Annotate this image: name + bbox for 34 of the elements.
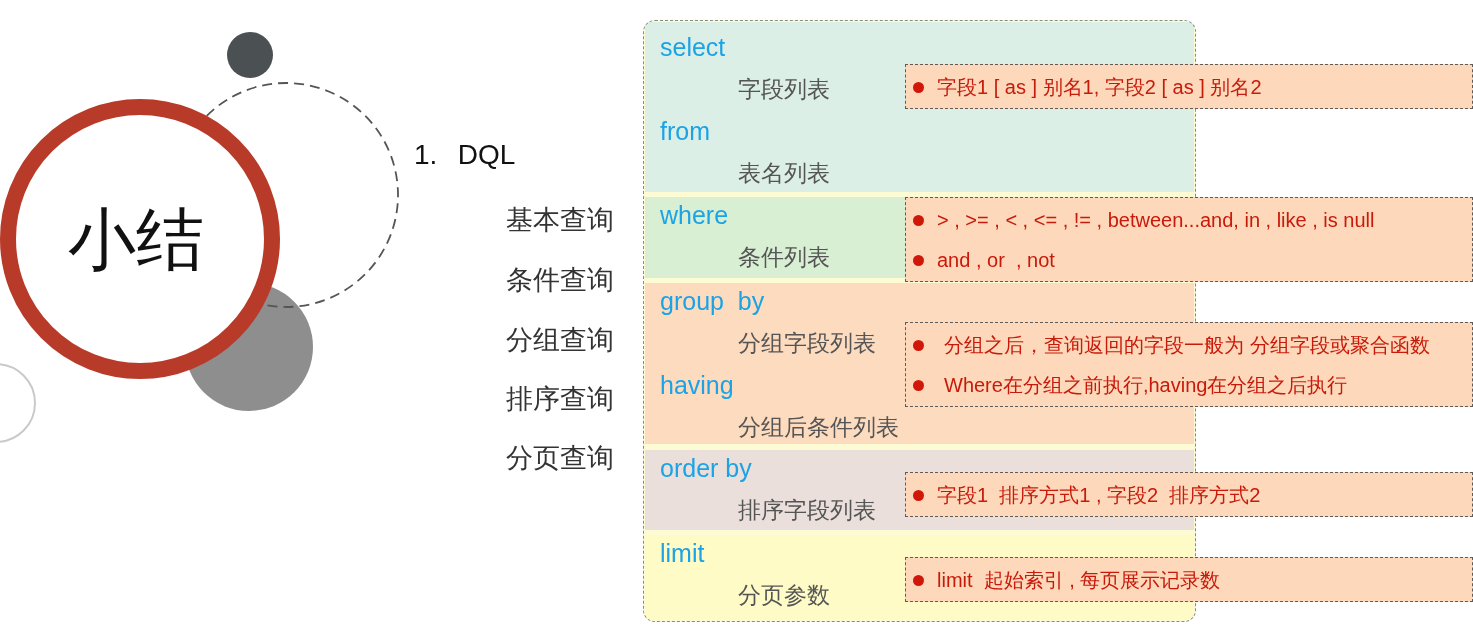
heading-text: 1. DQL xyxy=(414,138,517,172)
sql-keyword: group by xyxy=(660,286,765,317)
small-filled-circle xyxy=(227,32,273,78)
clause-text: 排序字段列表 xyxy=(738,496,876,525)
note-text: Where在分组之前执行,having在分组之后执行 xyxy=(944,373,1348,398)
clause-text: 字段列表 xyxy=(738,75,830,104)
clause-text: 分组字段列表 xyxy=(738,329,876,358)
note-box xyxy=(905,64,1473,109)
topic-label: 分页查询 xyxy=(505,442,614,475)
note-box xyxy=(905,557,1473,602)
sql-keyword: order by xyxy=(660,453,752,484)
title-text: 小结 xyxy=(68,201,204,277)
topic-label: 基本查询 xyxy=(505,204,614,237)
topic-label: 条件查询 xyxy=(505,264,614,297)
sql-keyword: having xyxy=(660,370,734,401)
topic-label: 排序查询 xyxy=(505,383,614,416)
sql-keyword: from xyxy=(660,116,710,147)
note-text: 字段1 排序方式1 , 字段2 排序方式2 xyxy=(937,483,1261,508)
note-text: limit 起始索引 , 每页展示记录数 xyxy=(937,568,1221,593)
note-text: 分组之后，查询返回的字段一般为 分组字段或聚合函数 xyxy=(944,333,1430,358)
sql-keyword: limit xyxy=(660,538,705,569)
topic-label: 分组查询 xyxy=(505,324,614,357)
clause-text: 表名列表 xyxy=(738,159,830,188)
clause-text: 分页参数 xyxy=(738,581,830,610)
clause-text: 条件列表 xyxy=(738,243,830,272)
sql-keyword: where xyxy=(660,200,729,231)
note-box xyxy=(905,472,1473,517)
note-text: 字段1 [ as ] 别名1, 字段2 [ as ] 别名2 xyxy=(937,75,1262,100)
clause-text: 分组后条件列表 xyxy=(738,413,899,442)
note-box xyxy=(905,322,1473,407)
sql-keyword: select xyxy=(660,32,726,63)
note-text: and , or , not xyxy=(937,248,1055,273)
note-box xyxy=(905,197,1473,282)
note-text: > , >= , < , <= , != , between...and, in , like , is null xyxy=(937,208,1375,233)
